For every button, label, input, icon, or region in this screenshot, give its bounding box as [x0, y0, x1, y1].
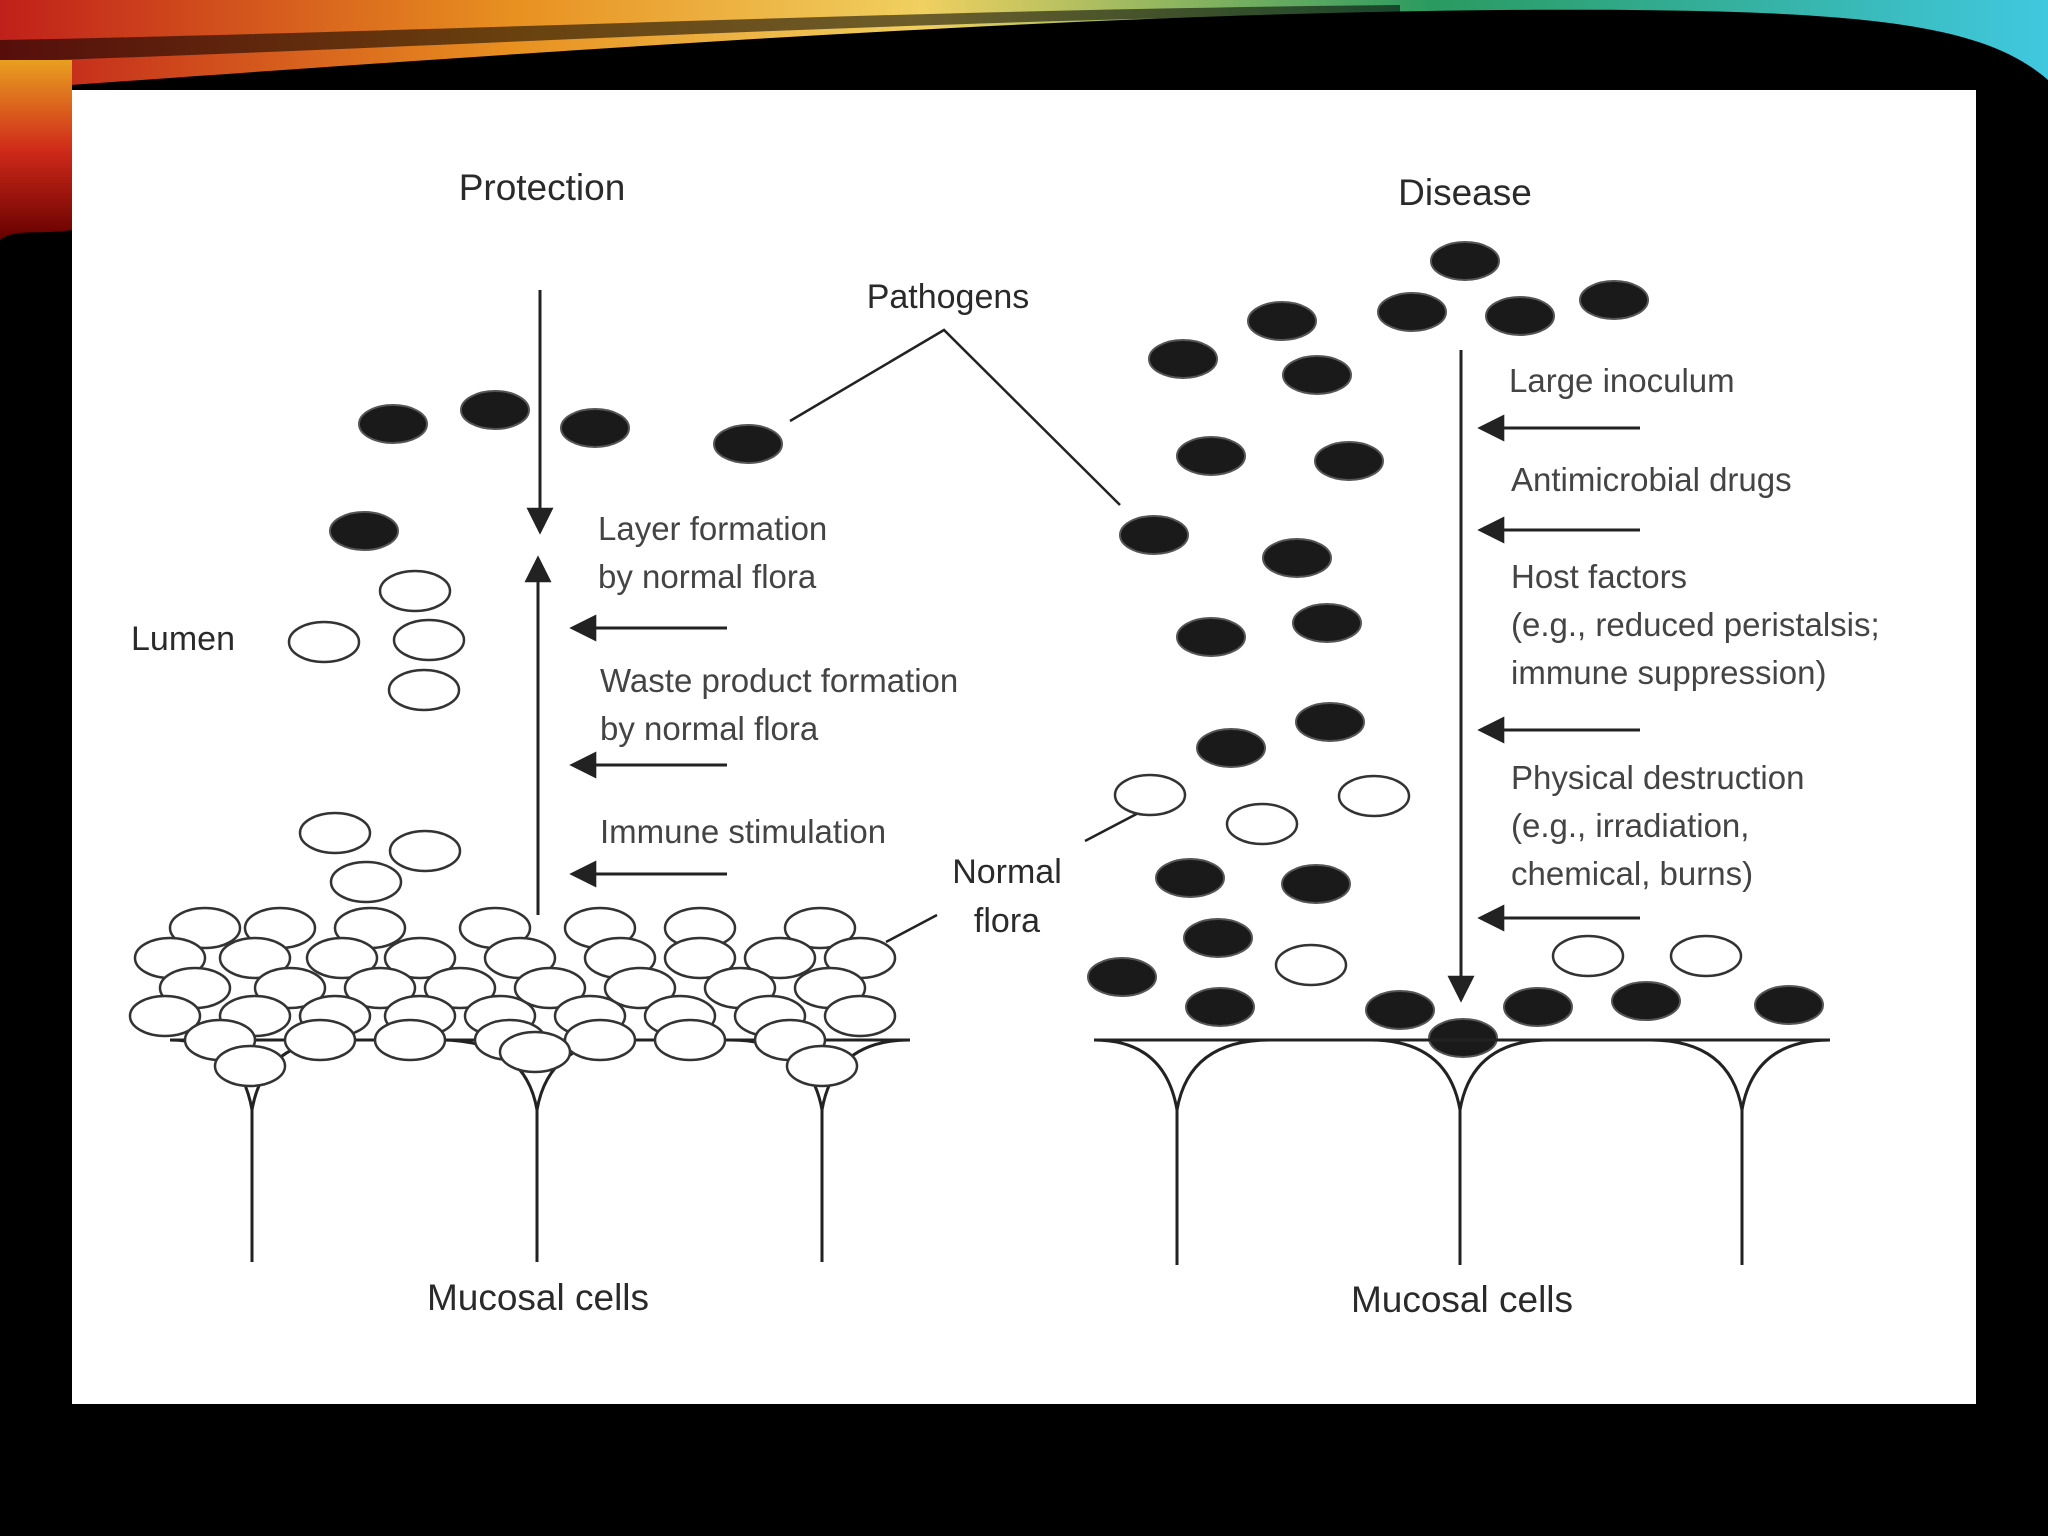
layer-formation-label-1: Layer formation — [598, 510, 827, 547]
mucosal-cells-label-left: Mucosal cells — [427, 1277, 649, 1318]
normal-flora-label-2: flora — [974, 902, 1040, 940]
protection-panel: Protection Lumen Layer formation by norm… — [128, 167, 958, 1318]
normal-flora-cell — [823, 994, 897, 1038]
normal-flora-cell — [423, 966, 497, 1010]
pathogen — [1579, 280, 1649, 320]
pathogen — [1365, 990, 1435, 1030]
normal-flora-label-1: Normal — [952, 853, 1062, 891]
immune-stimulation-label: Immune stimulation — [600, 813, 886, 850]
pathogen — [358, 404, 428, 444]
normal-flora-cell — [387, 668, 461, 712]
normal-flora-cell — [168, 906, 242, 950]
pathogens-label: Pathogens — [867, 278, 1030, 316]
disease-panel: Disease — [1087, 172, 1880, 1320]
normal-flora-cell — [663, 936, 737, 980]
layer-formation-label-2: by normal flora — [598, 558, 817, 595]
normal-flora-cell — [128, 994, 202, 1038]
normal-flora-cell — [1225, 802, 1299, 846]
pathogen — [1485, 296, 1555, 336]
lumen-label: Lumen — [131, 620, 235, 658]
pathogen — [1247, 301, 1317, 341]
normal-flora-cell — [1113, 773, 1187, 817]
normal-flora-cell — [1337, 774, 1411, 818]
pathogens-pointer — [789, 328, 1121, 506]
normal-flora-cell — [743, 936, 817, 980]
pathogen — [1314, 441, 1384, 481]
antimicrobial-drugs-label: Antimicrobial drugs — [1511, 461, 1792, 498]
flora-layer — [128, 906, 897, 1088]
disease-title: Disease — [1398, 172, 1532, 213]
pathogen — [1611, 981, 1681, 1021]
mucosal-cells-label-right: Mucosal cells — [1351, 1279, 1573, 1320]
large-inoculum-label: Large inoculum — [1509, 362, 1735, 399]
pathogen — [560, 408, 630, 448]
pathogen — [1185, 987, 1255, 1027]
pathogen — [1754, 985, 1824, 1025]
normal-flora-cell — [218, 936, 292, 980]
normal-flora-cell — [305, 936, 379, 980]
physical-destruction-label-3: chemical, burns) — [1511, 855, 1753, 892]
pathogen — [460, 390, 530, 430]
pathogen — [1292, 603, 1362, 643]
pathogen — [1281, 864, 1351, 904]
normal-flora-cell — [563, 1018, 637, 1062]
normal-flora-cell — [283, 1018, 357, 1062]
normal-flora-pointer-left — [885, 913, 938, 944]
shared-labels: Pathogens Normal flora — [789, 278, 1149, 944]
pathogen — [1176, 617, 1246, 657]
normal-flora-cell — [785, 1044, 859, 1088]
pathogen — [329, 511, 399, 551]
normal-flora-cell — [1274, 943, 1348, 987]
waste-formation-label-1: Waste product formation — [600, 662, 958, 699]
pathogen — [1262, 538, 1332, 578]
pathogen — [713, 424, 783, 464]
normal-flora-cell — [329, 860, 403, 904]
diagram-panel — [72, 90, 1976, 1404]
normal-flora-cell — [213, 1044, 287, 1088]
normal-flora-cell — [343, 966, 417, 1010]
host-factors-label-2: (e.g., reduced peristalsis; — [1511, 606, 1880, 643]
pathogen — [1377, 292, 1447, 332]
normal-flora-cell — [1669, 934, 1743, 978]
pathogen — [1282, 355, 1352, 395]
decorative-banner — [0, 0, 2048, 240]
pathogen — [1428, 1018, 1498, 1058]
normal-flora-cell — [378, 569, 452, 613]
normal-flora-cell — [287, 620, 361, 664]
pathogen — [1176, 436, 1246, 476]
normal-flora-cell — [513, 966, 587, 1010]
pathogen — [1196, 728, 1266, 768]
pathogen — [1087, 957, 1157, 997]
pathogen — [1119, 515, 1189, 555]
normal-flora-cell — [383, 936, 457, 980]
normal-flora-cell — [1551, 934, 1625, 978]
pathogen — [1155, 858, 1225, 898]
pathogen — [1295, 702, 1365, 742]
disease-flora — [1113, 773, 1743, 987]
normal-flora-cell — [388, 829, 462, 873]
mucosa-disease — [1093, 1038, 1831, 1265]
pathogen-group-disease — [1087, 241, 1824, 1058]
normal-flora-cell — [783, 906, 857, 950]
normal-flora-cell — [498, 1030, 572, 1074]
host-factors-label-1: Host factors — [1511, 558, 1687, 595]
normal-flora-cell — [373, 1018, 447, 1062]
pathogen — [1183, 918, 1253, 958]
physical-destruction-label-2: (e.g., irradiation, — [1511, 807, 1749, 844]
normal-flora-cell — [298, 811, 372, 855]
physical-destruction-label-1: Physical destruction — [1511, 759, 1804, 796]
host-factors-label-3: immune suppression) — [1511, 654, 1826, 691]
normal-flora-cell — [653, 1018, 727, 1062]
waste-formation-label-2: by normal flora — [600, 710, 819, 747]
protection-title: Protection — [459, 167, 626, 208]
pathogen — [1148, 339, 1218, 379]
normal-flora-cell — [392, 618, 466, 662]
pathogen-group-protection — [329, 390, 783, 551]
pathogen — [1503, 987, 1573, 1027]
normal-flora-cell — [603, 966, 677, 1010]
pathogen — [1430, 241, 1500, 281]
lumen-flora — [287, 569, 466, 904]
